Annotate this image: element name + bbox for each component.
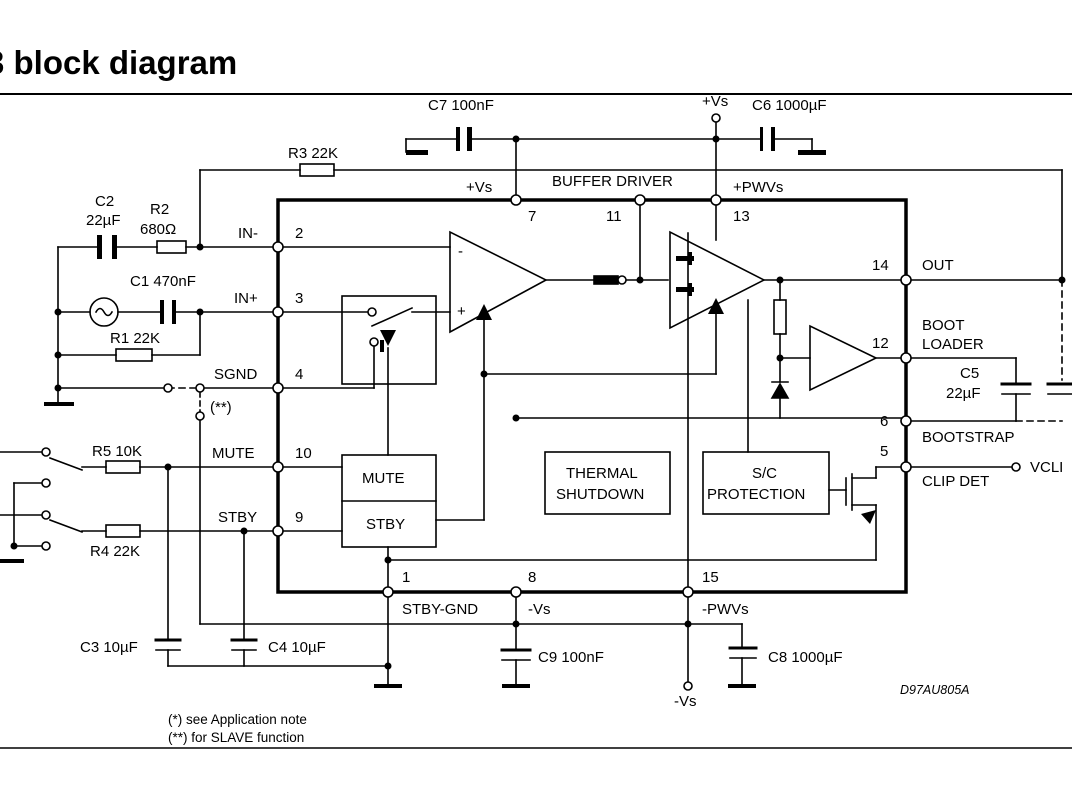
vclip-label: VCLI [1030,459,1063,476]
pin-in-minus-name: IN- [238,225,258,242]
c5-name: C5 [960,365,979,382]
pin-plus-pwvs-num: 13 [733,208,750,225]
thermal-shutdown-box [544,451,671,515]
pin-out-name: OUT [922,257,954,274]
pin-in-plus-name: IN+ [234,290,258,307]
pin-plus-pwvs-name: +PWVs [733,179,783,196]
vs-bottom-label: -Vs [674,693,697,710]
r2-name: R2 [150,201,169,218]
pin-out-num: 14 [872,257,889,274]
vs-top-label: +Vs [702,93,728,110]
input-opamp [449,230,548,334]
pin-in-plus-num: 3 [295,290,303,307]
c4-label: C4 10µF [268,639,326,656]
opamp-plus-sign: + [457,303,466,320]
mute-block-label: MUTE [362,470,405,487]
c1-label: C1 470nF [130,273,196,290]
r5-label: R5 10K [92,443,142,460]
pin-stby-num: 9 [295,509,303,526]
pin-sgnd-name: SGND [214,366,258,383]
r3-label: R3 22K [288,145,338,162]
sc-label-2: PROTECTION [707,486,805,503]
pin-minus-vs-name: -Vs [528,601,551,618]
pin-stby-gnd-name: STBY-GND [402,601,478,618]
r2-value: 680Ω [140,221,176,238]
c6-label: C6 1000µF [752,97,827,114]
pin-boot-loader-num: 12 [872,335,889,352]
pin-minus-pwvs-num: 15 [702,569,719,586]
thermal-label-2: SHUTDOWN [556,486,644,503]
pin-minus-vs-num: 8 [528,569,536,586]
diagram-title: 3 block diagram [0,44,238,81]
pin-stby-gnd-num: 1 [402,569,410,586]
c2-value: 22µF [86,212,121,229]
note-slave: (**) for SLAVE function [168,730,304,745]
c9-label: C9 100nF [538,649,604,666]
pin-boot-loader-name2: LOADER [922,336,984,353]
pin-mute-num: 10 [295,445,312,462]
pin-buffer-num: 11 [606,208,622,225]
c7-label: C7 100nF [428,97,494,114]
r1-label: R1 22K [110,330,160,347]
slave-label: (**) [210,399,232,416]
ic-outline [276,198,908,594]
drawing-ref: D97AU805A [900,683,970,697]
c3-label: C3 10µF [80,639,138,656]
pin-boot-loader-name1: BOOT [922,317,965,334]
pin-sgnd-num: 4 [295,366,303,383]
pin-plus-vs-num: 7 [528,208,536,225]
pin-bootstrap-name: BOOTSTRAP [922,429,1015,446]
note-application: (*) see Application note [168,712,307,727]
pin-bootstrap-num: 6 [880,413,888,430]
sc-protection-box [702,451,830,515]
c8-label: C8 1000µF [768,649,843,666]
r4-label: R4 22K [90,543,140,560]
sc-label-1: S/C [752,465,777,482]
stby-block-label: STBY [366,516,405,533]
pin-mute-name: MUTE [212,445,255,462]
thermal-label-1: THERMAL [566,465,638,482]
c5-value: 22µF [946,385,981,402]
pin-in-minus-num: 2 [295,225,303,242]
buffer-driver-label: BUFFER DRIVER [552,173,673,190]
pin-clip-det-name: CLIP DET [922,473,989,490]
opamp-minus-sign: - [458,243,463,260]
pin-plus-vs-name: +Vs [466,179,492,196]
pin-stby-name: STBY [218,509,257,526]
c2-name: C2 [95,193,114,210]
pin-minus-pwvs-name: -PWVs [702,601,749,618]
pin-clip-det-num: 5 [880,443,888,460]
